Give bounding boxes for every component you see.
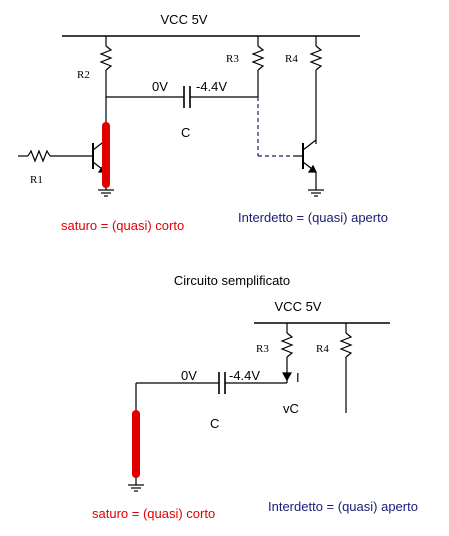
bottom-r4-label: R4 (316, 343, 329, 355)
bottom-r3-label: R3 (256, 343, 269, 355)
bottom-vcc-label: VCC 5V (275, 299, 322, 314)
top-vcc-label: VCC 5V (161, 12, 208, 27)
top-resistor-r1 (18, 149, 51, 163)
bottom-current-label: I (296, 370, 300, 385)
bottom-v-left-label: 0V (181, 368, 197, 383)
top-right-ground (308, 189, 324, 197)
top-resistor-r3 (251, 36, 265, 97)
bottom-cutoff-text: Interdetto = (quasi) aperto (268, 499, 418, 514)
top-cutoff-text: Interdetto = (quasi) aperto (238, 210, 388, 225)
top-v-right-label: -4.4V (196, 79, 227, 94)
bottom-resistor-r3 (280, 323, 294, 383)
top-cap-label: C (181, 125, 190, 140)
top-r2-label: R2 (77, 69, 90, 81)
bottom-resistor-r4 (339, 323, 353, 413)
simplified-circuit-title: Circuito semplificato (174, 273, 290, 288)
top-v-left-label: 0V (152, 79, 168, 94)
current-arrow (281, 372, 293, 382)
bottom-v-right-label: -4.4V (229, 368, 260, 383)
bottom-saturated-text: saturo = (quasi) corto (92, 506, 215, 521)
top-resistor-r2 (99, 36, 113, 124)
bottom-vc-label: vC (283, 401, 299, 416)
top-r1-label: R1 (30, 174, 43, 186)
top-capacitor (183, 86, 191, 108)
top-saturated-text: saturo = (quasi) corto (61, 218, 184, 233)
top-left-ground (98, 189, 114, 197)
top-resistor-r4 (309, 36, 323, 144)
bottom-capacitor (218, 372, 226, 394)
top-r3-label: R3 (226, 53, 239, 65)
top-r4-label: R4 (285, 53, 298, 65)
bottom-ground (128, 484, 144, 492)
bottom-cap-label: C (210, 416, 219, 431)
top-transistor-right (294, 139, 317, 173)
